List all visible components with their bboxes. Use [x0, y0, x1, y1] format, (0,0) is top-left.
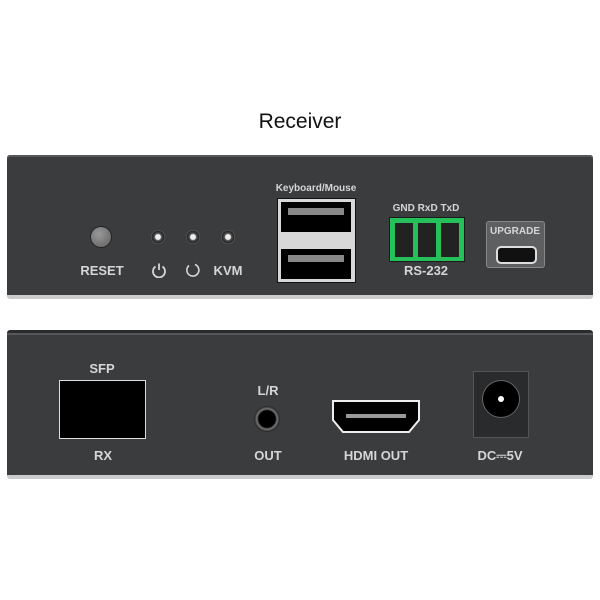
rs232-terminal-block[interactable]: [389, 217, 465, 262]
sfp-port[interactable]: [59, 380, 146, 439]
usb-port-2[interactable]: [281, 249, 351, 279]
hdmi-port[interactable]: [332, 400, 420, 433]
reset-button[interactable]: [91, 227, 111, 247]
usb-port-1[interactable]: [281, 202, 351, 232]
audio-jack[interactable]: [254, 406, 280, 432]
reset-label: RESET: [80, 263, 124, 278]
micro-usb-port[interactable]: [496, 246, 537, 264]
kvm-label: KVM: [213, 263, 243, 278]
power-led: [151, 230, 165, 244]
link-icon: [186, 263, 200, 277]
dc-power-jack[interactable]: [473, 371, 529, 438]
sfp-label: SFP: [89, 361, 115, 376]
page-title: Receiver: [258, 110, 342, 133]
dc-label: DC⎓5V: [477, 448, 523, 463]
usb-ports: [277, 198, 356, 283]
power-icon: [152, 263, 166, 278]
upgrade-label: UPGRADE: [489, 226, 541, 237]
sfp-rx-label: RX: [93, 448, 113, 463]
link-led: [186, 230, 200, 244]
audio-out-label: OUT: [254, 448, 282, 463]
upgrade-port[interactable]: UPGRADE: [486, 221, 545, 268]
rs232-label: RS-232: [403, 263, 449, 278]
hdmi-out-label: HDMI OUT: [343, 448, 409, 463]
usb-label: Keyboard/Mouse: [275, 183, 357, 194]
audio-label: L/R: [257, 383, 279, 398]
kvm-led: [221, 230, 235, 244]
rs232-pin-labels: GND RxD TxD: [392, 203, 460, 214]
